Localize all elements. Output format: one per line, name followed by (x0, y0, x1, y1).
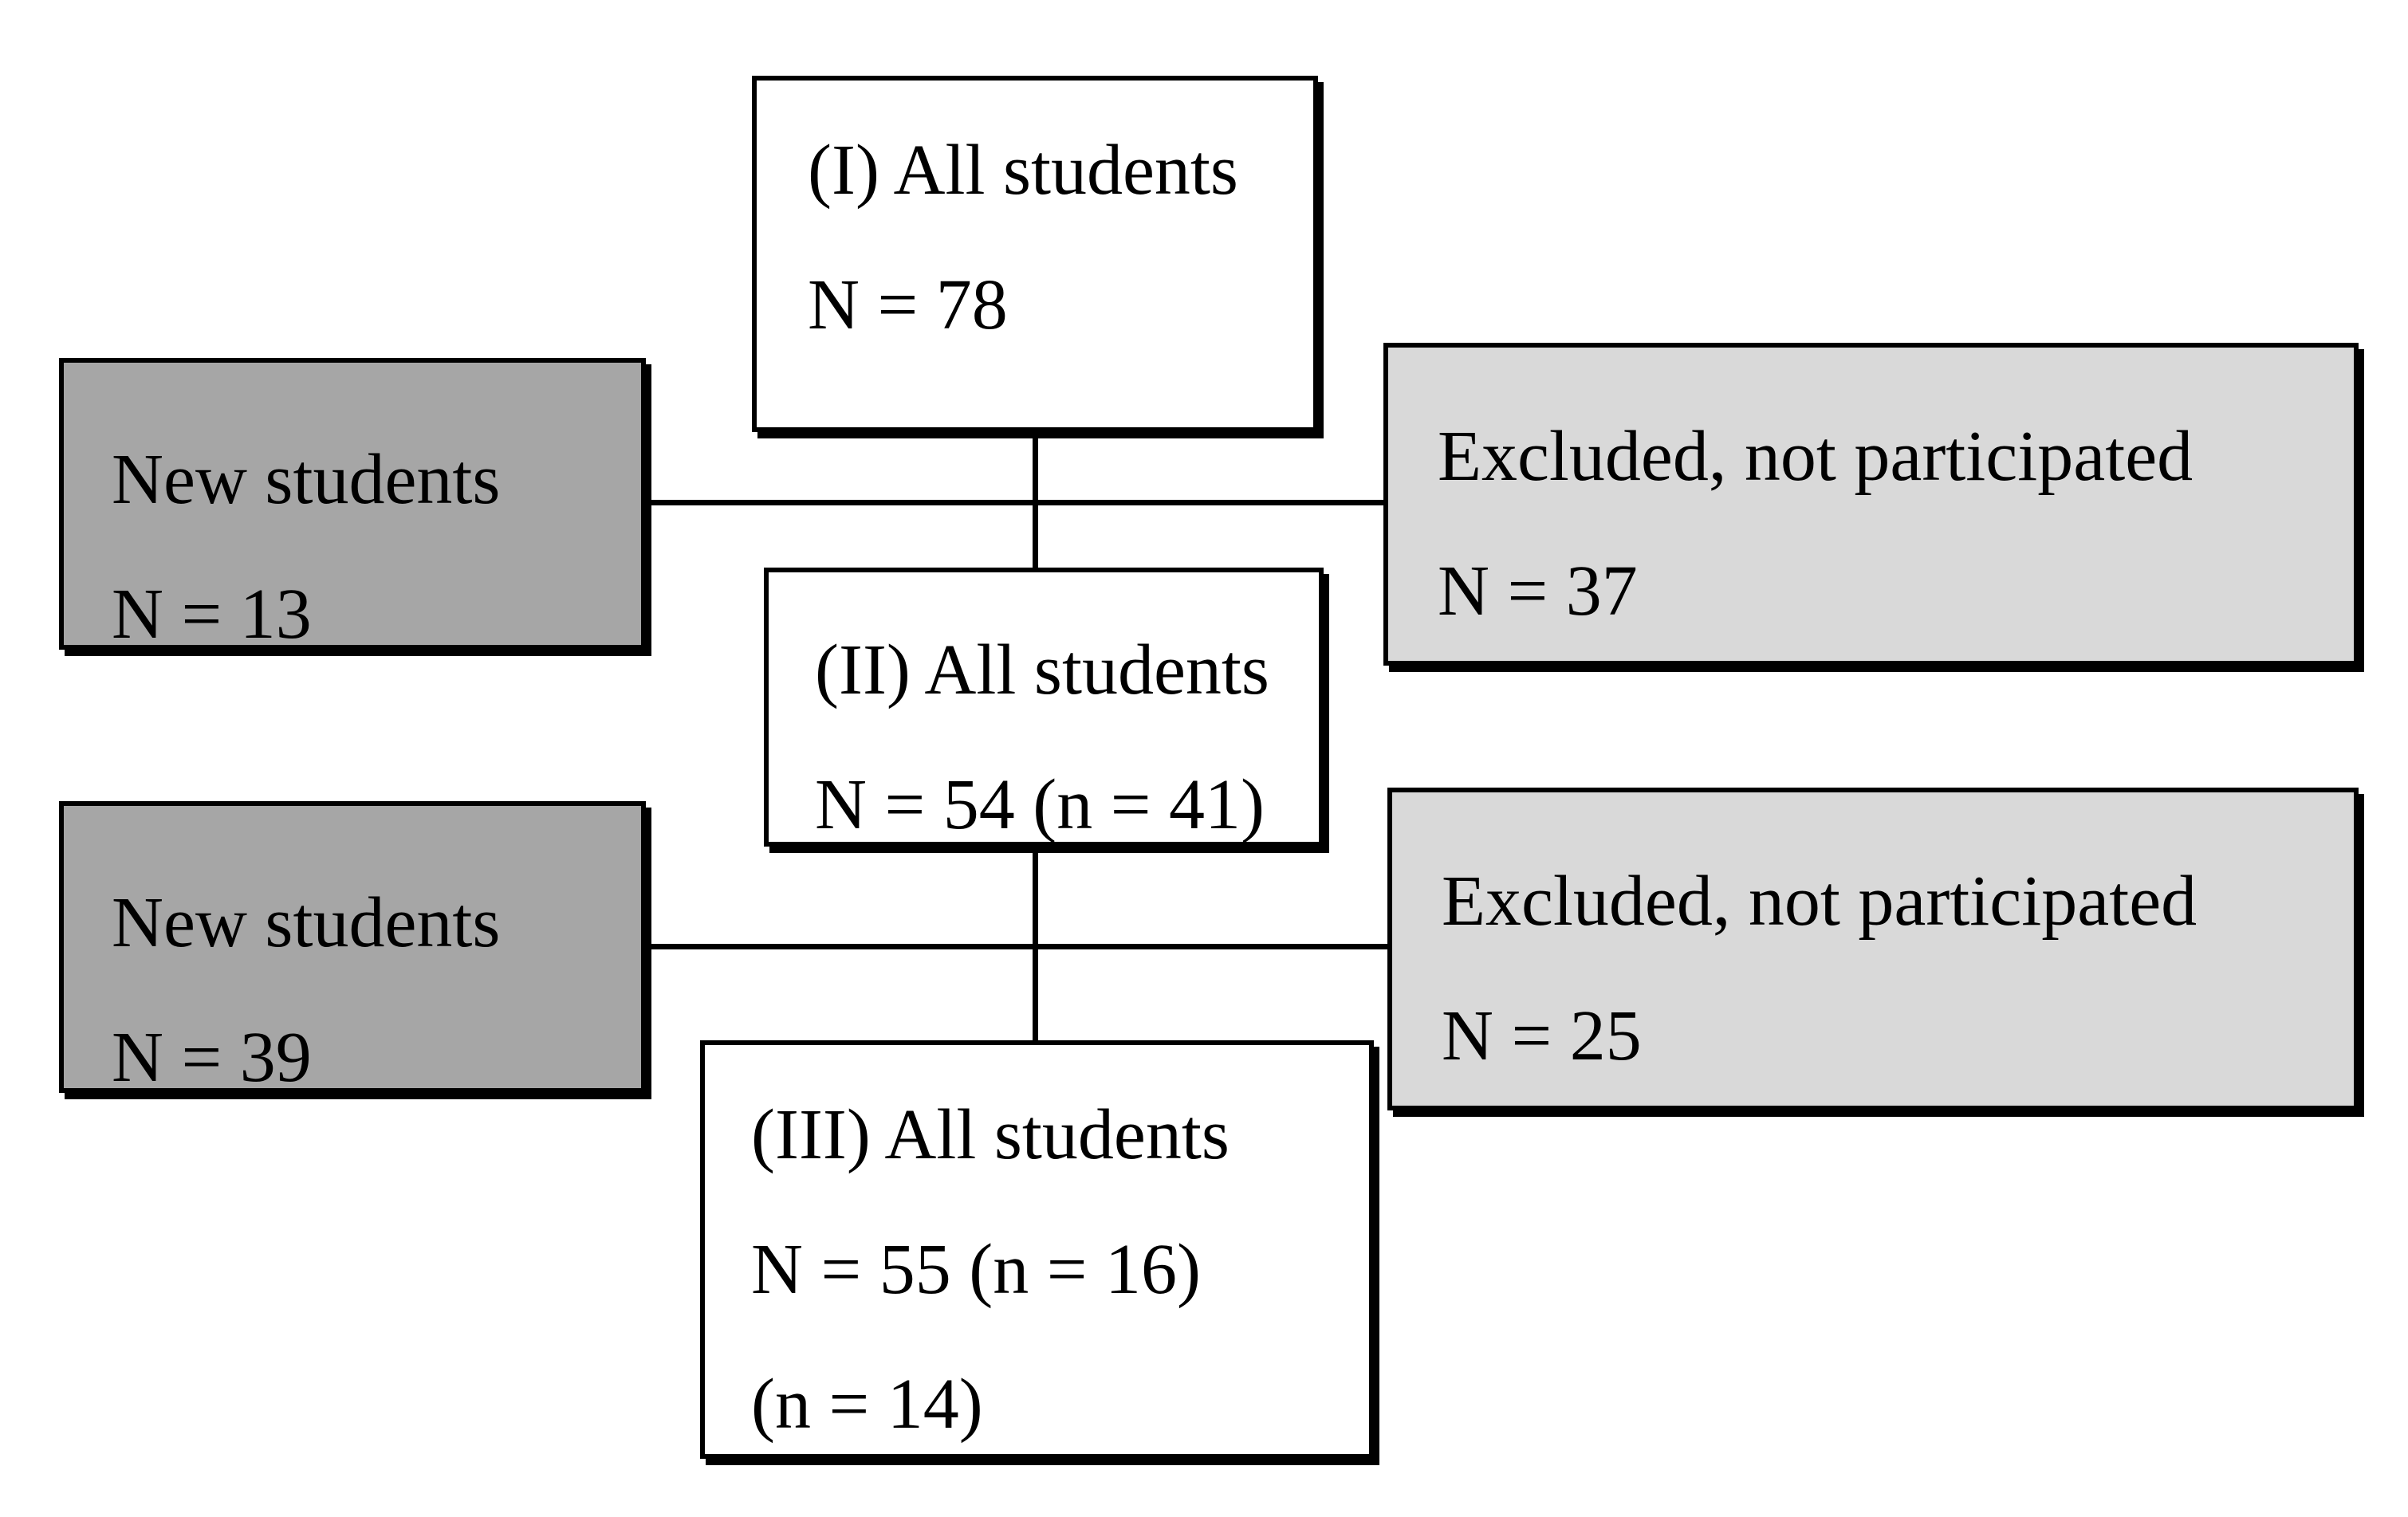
box-stage2-all-students: (II) All students N = 54 (n = 41) (764, 568, 1324, 847)
box-excluded2-title: Excluded, not participated (1442, 862, 2197, 941)
box-stage3-count: N = 55 (n = 16) (751, 1230, 1201, 1310)
box-excluded-1: Excluded, not participated N = 37 (1383, 343, 2359, 666)
box-stage2-title: (II) All students (815, 631, 1269, 709)
connector-row2-horizontal (644, 944, 1391, 949)
box-stage3-title: (III) All students (751, 1095, 1230, 1174)
box-stage1-title: (I) All students (808, 131, 1238, 210)
box-new1-title: New students (112, 440, 501, 519)
box-new2-count: N = 39 (112, 1018, 312, 1098)
box-excluded1-count: N = 37 (1438, 552, 1638, 631)
connector-stage2-to-stage3 (1033, 843, 1038, 1043)
box-stage3-all-students: (III) All students N = 55 (n = 16) (n = … (700, 1040, 1374, 1459)
box-new-students-2: New students N = 39 (59, 801, 646, 1097)
box-stage1-all-students: (I) All students N = 78 (752, 76, 1318, 432)
connector-row1-horizontal (644, 500, 1386, 505)
box-excluded2-count: N = 25 (1442, 996, 1642, 1076)
box-new2-title: New students (112, 883, 501, 962)
box-stage3-subcount: (n = 14) (751, 1365, 983, 1444)
box-stage1-count: N = 78 (808, 265, 1008, 345)
box-excluded-2: Excluded, not participated N = 25 (1387, 788, 2359, 1110)
box-new-students-1: New students N = 13 (59, 358, 646, 654)
box-stage2-count: N = 54 (n = 41) (815, 765, 1265, 845)
box-new1-count: N = 13 (112, 575, 312, 654)
box-excluded1-title: Excluded, not participated (1438, 417, 2194, 496)
